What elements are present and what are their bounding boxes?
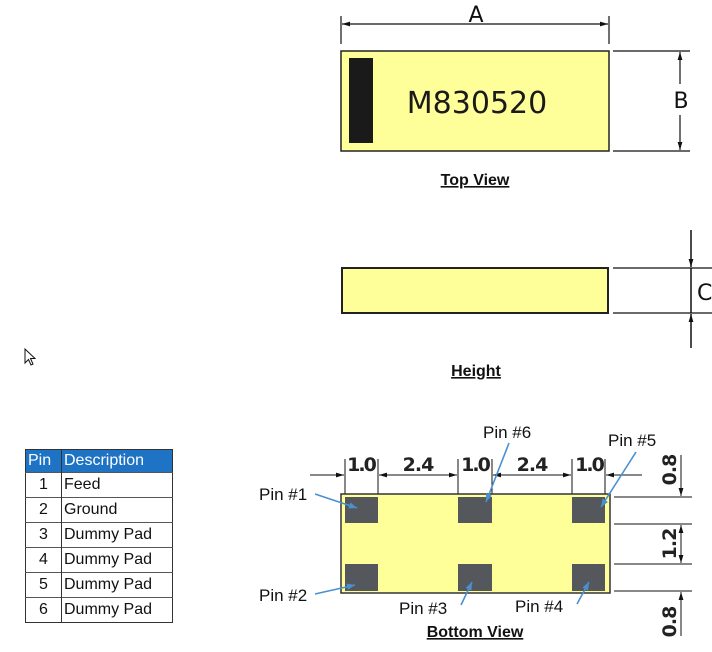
pin-description: Dummy Pad	[61, 597, 173, 623]
table-row: 6 Dummy Pad	[25, 597, 173, 623]
top-view-caption: Top View	[441, 172, 510, 189]
side-view: C Height	[341, 230, 712, 380]
pin6-label: Pin #6	[483, 423, 531, 442]
dim-pad-width-3: 1.0	[575, 454, 604, 476]
pin-number: 5	[25, 572, 62, 598]
pin2-label: Pin #2	[259, 586, 307, 605]
table-row: 3 Dummy Pad	[25, 522, 173, 548]
pin-description: Dummy Pad	[61, 572, 173, 598]
dim-c-label: C	[697, 281, 712, 306]
pin5-leader-arrow	[600, 451, 637, 508]
dim-edge-top: 0.8	[659, 454, 681, 485]
dim-b-label: B	[673, 89, 688, 114]
dim-a-label: A	[468, 3, 483, 28]
table-row: 4 Dummy Pad	[25, 547, 173, 573]
pin3-label: Pin #3	[399, 599, 447, 618]
pin5-label: Pin #5	[608, 431, 656, 450]
table-row: 5 Dummy Pad	[25, 572, 173, 598]
pin-description: Dummy Pad	[61, 547, 173, 573]
pad-pin-5	[572, 497, 605, 523]
dim-pad-width-2: 1.0	[461, 454, 490, 476]
header-description: Description	[61, 449, 173, 473]
table-row: 1 Feed	[25, 472, 173, 498]
header-pin: Pin	[25, 449, 62, 473]
top-view: A M830520 B Top View	[340, 3, 690, 189]
vertical-dimension-chain	[614, 455, 692, 636]
top-view-body	[340, 50, 610, 152]
pin-number: 1	[25, 472, 62, 498]
pin3-leader-arrow	[460, 581, 473, 606]
pin-description: Feed	[61, 472, 173, 498]
pin-number: 4	[25, 547, 62, 573]
pin-description: Dummy Pad	[61, 522, 173, 548]
pin-description-table: Pin Description 1 Feed 2 Ground 3 Dummy …	[25, 449, 173, 623]
pin2-leader-arrow	[314, 583, 356, 595]
bottom-view-caption: Bottom View	[427, 624, 524, 641]
table-header-row: Pin Description	[25, 449, 173, 473]
dim-pad-pitch: 1.2	[659, 529, 681, 560]
pin1-leader-arrow	[314, 493, 358, 509]
dim-pad-gap-2: 2.4	[517, 454, 548, 476]
pin6-leader-arrow	[485, 442, 510, 503]
pin-description: Ground	[61, 497, 173, 523]
pin4-label: Pin #4	[515, 597, 563, 616]
side-view-body	[341, 267, 609, 314]
pin-number: 6	[25, 597, 62, 623]
dim-pad-gap-1: 2.4	[403, 454, 434, 476]
pad-pin-3	[458, 564, 492, 591]
dim-pad-width-1: 1.0	[347, 454, 376, 476]
table-row: 2 Ground	[25, 497, 173, 523]
height-caption: Height	[451, 363, 501, 380]
pin1-label: Pin #1	[259, 485, 307, 504]
mouse-cursor-icon	[24, 348, 37, 366]
dim-edge-bottom: 0.8	[659, 606, 681, 637]
pin1-marking-bar	[349, 58, 373, 143]
pad-pin-4	[572, 564, 605, 591]
pin4-leader-arrow	[576, 581, 590, 605]
horizontal-dimension-chain	[310, 459, 642, 497]
part-marking: M830520	[407, 86, 547, 121]
pin-number: 2	[25, 497, 62, 523]
bottom-view: 1.0 2.4 1.0 2.4 1.0 0.8 1.2 0.8 Pin #1 P…	[259, 423, 692, 641]
pin-number: 3	[25, 522, 62, 548]
pad-pin-1	[345, 497, 378, 523]
